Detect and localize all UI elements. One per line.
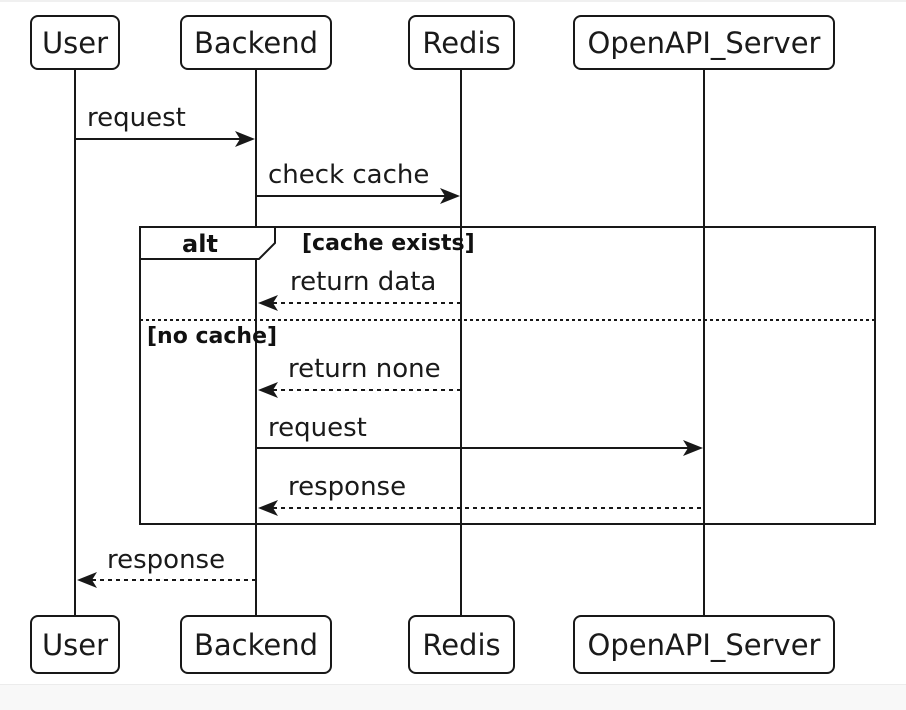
participant-user-top: User	[30, 15, 120, 70]
participant-user-label: User	[41, 627, 109, 662]
participant-redis-label: Redis	[422, 627, 501, 662]
arrowhead-return-data	[258, 295, 278, 311]
participant-user-bottom: User	[30, 615, 120, 674]
participant-openapi-label: OpenAPI_Server	[587, 627, 821, 662]
arrowhead-request-1	[235, 131, 255, 147]
message-label-response-2: response	[107, 545, 226, 575]
alt-condition-no-cache: [no cache]	[147, 324, 278, 349]
participant-redis-label: Redis	[422, 25, 501, 60]
message-label-request-1: request	[87, 103, 186, 133]
participant-backend-label: Backend	[193, 25, 318, 60]
page-bottom-edge	[0, 684, 906, 710]
arrowhead-return-none	[258, 382, 278, 398]
message-label-return-data: return data	[290, 267, 437, 297]
arrowhead-check-cache	[440, 188, 460, 204]
participant-redis-top: Redis	[408, 15, 515, 70]
message-label-return-none: return none	[288, 354, 441, 384]
alt-fragment-frame	[139, 226, 876, 525]
participant-user-label: User	[41, 25, 109, 60]
message-label-check-cache: check cache	[268, 160, 430, 190]
participant-backend-bottom: Backend	[180, 615, 332, 674]
participant-openapi-bottom: OpenAPI_Server	[573, 615, 835, 674]
alt-condition-cache-exists: [cache exists]	[302, 231, 475, 256]
participant-backend-label: Backend	[193, 627, 318, 662]
arrowhead-response-1	[258, 500, 278, 516]
message-label-request-2: request	[268, 413, 367, 443]
message-label-response-1: response	[288, 472, 407, 502]
alt-operator-pentagon	[139, 226, 276, 260]
arrowhead-response-2	[77, 572, 97, 588]
participant-openapi-top: OpenAPI_Server	[573, 15, 835, 70]
alt-operator-label: alt	[182, 230, 218, 258]
arrowhead-request-2	[683, 440, 703, 456]
participant-backend-top: Backend	[180, 15, 332, 70]
participant-redis-bottom: Redis	[408, 615, 515, 674]
participant-openapi-label: OpenAPI_Server	[587, 25, 821, 60]
page-top-edge	[0, 0, 906, 2]
